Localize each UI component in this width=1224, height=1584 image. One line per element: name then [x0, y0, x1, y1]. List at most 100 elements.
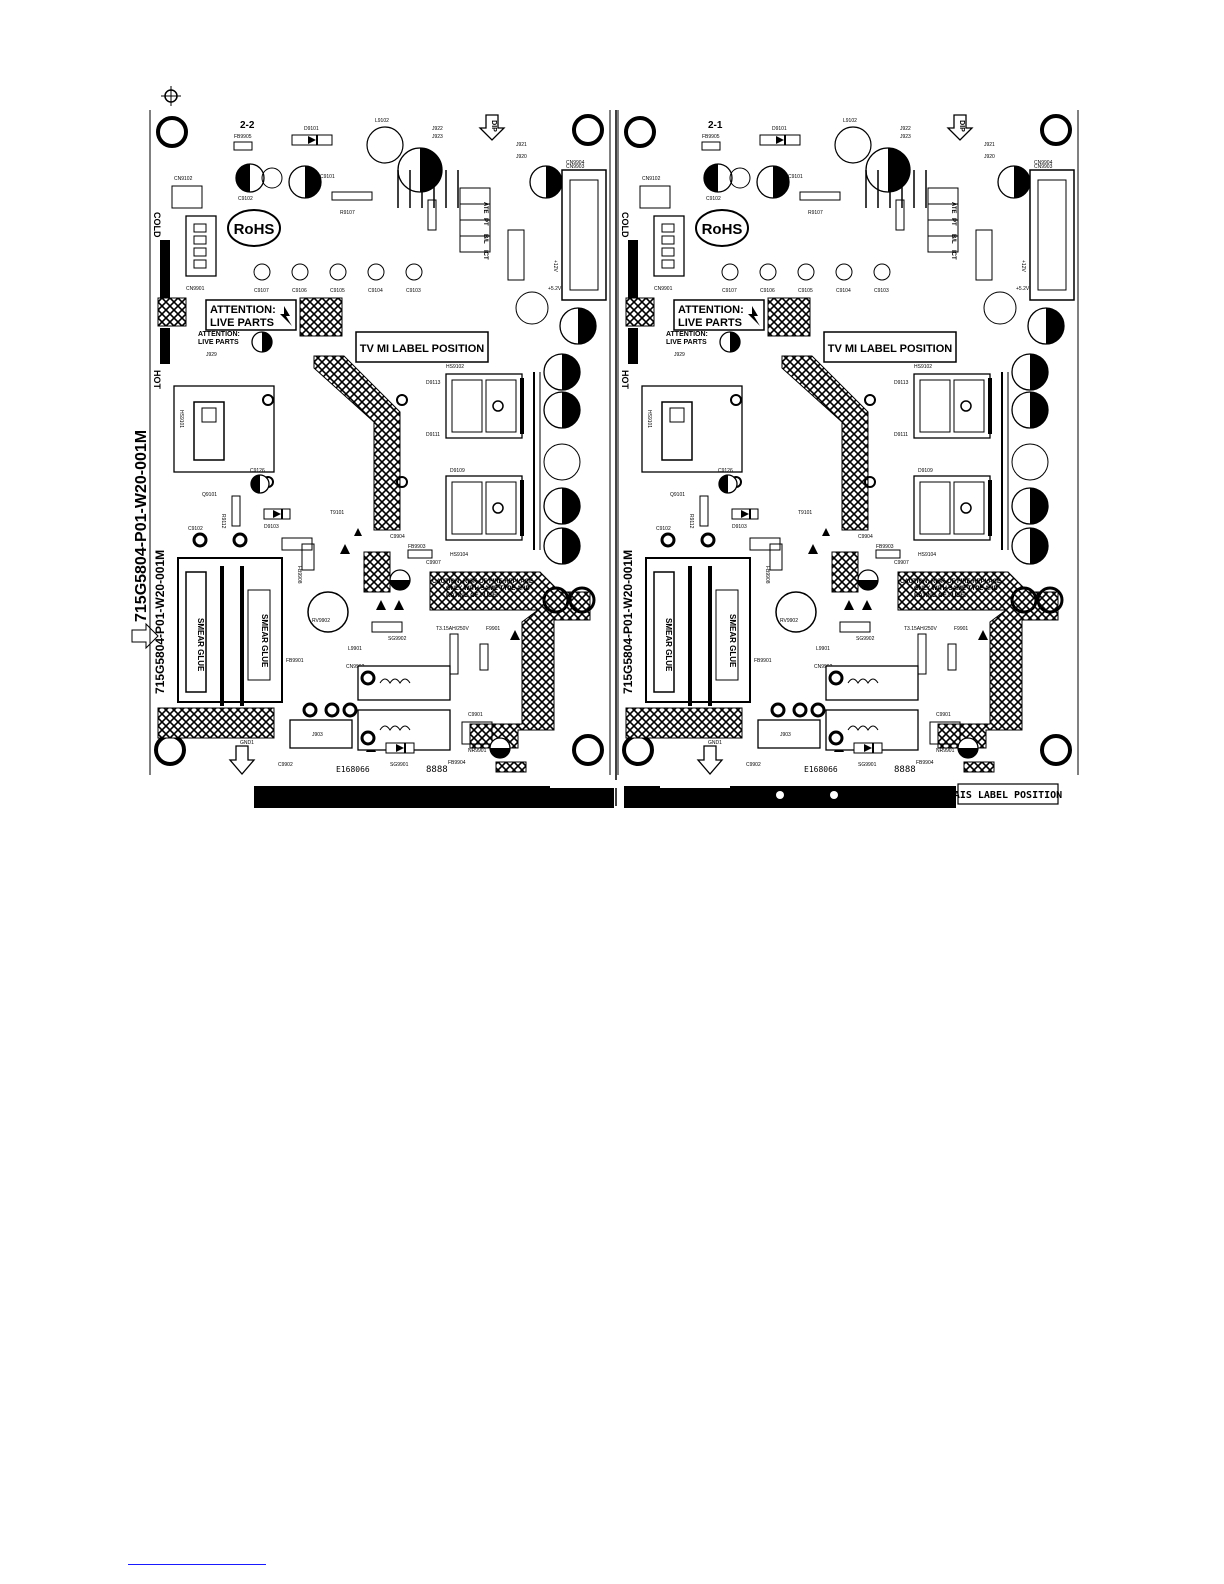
cap-c9111	[1027, 307, 1065, 345]
ref-j921: J921	[516, 142, 527, 148]
volt-52v: +5.2V	[1016, 286, 1030, 292]
ref-c9907: C9907	[894, 560, 909, 566]
part-number-small: 715G5804-P01-W20-001M	[153, 550, 167, 694]
varistor-rv9902	[307, 591, 349, 633]
hatch-bottom-left	[157, 707, 275, 739]
ref-hs9101: HS9101	[178, 410, 184, 428]
cap-c9105-small	[719, 331, 741, 353]
fb9908	[769, 543, 783, 571]
conn-label-ate: ATE	[950, 202, 956, 214]
ref-c9902: C9902	[746, 762, 761, 768]
transformer-smear-glue	[645, 557, 751, 706]
connector-j903	[289, 719, 353, 749]
connector-cn9904	[561, 169, 607, 301]
caution-line-3: RATING OF FUSE.	[446, 593, 498, 599]
resistor-r9112	[231, 495, 241, 527]
ref-hs9102: HS9102	[914, 364, 932, 370]
ref-cn9902: CN9902	[814, 664, 833, 670]
dip-arrow-bottom	[228, 745, 256, 775]
ref-fb9903: FB9903	[408, 544, 426, 550]
ref-fb9901: FB9901	[286, 658, 304, 664]
ref-c9102: C9102	[238, 196, 253, 202]
conn-label-bl: B/L	[482, 234, 488, 244]
ref-q9101: Q9101	[670, 492, 685, 498]
ref-c9901: C9901	[936, 712, 951, 718]
dip-label-top: DIP	[958, 120, 965, 132]
ref-j903: J903	[312, 732, 323, 738]
rohs-label: RoHS	[234, 221, 275, 238]
via-big	[360, 670, 376, 686]
cap-c9906	[929, 721, 961, 745]
via	[864, 476, 876, 488]
ref-sg9902: SG9902	[388, 636, 407, 642]
via-big	[660, 532, 676, 548]
inductor-l9103	[983, 291, 1017, 325]
ref-f9901: F9901	[486, 626, 500, 632]
ref-hs9102: HS9102	[446, 364, 464, 370]
ref-c9902: C9902	[278, 762, 293, 768]
ref-r9112: R9112	[220, 514, 226, 529]
cap-c9105	[729, 167, 751, 189]
fuse-f9901	[917, 633, 927, 675]
ref-rv9902: RV9902	[312, 618, 330, 624]
ref-d9113: D9113	[426, 380, 441, 386]
hatch-top-strip	[299, 297, 343, 337]
inductor-l9102	[366, 126, 404, 164]
warning-triangle-icon	[340, 544, 350, 554]
secondary-label: SECONDARY	[160, 242, 167, 287]
cap-c9109	[543, 487, 581, 525]
cap-output-top	[997, 165, 1031, 199]
cap-c9112	[1011, 391, 1049, 429]
ref-t9101: T9101	[798, 510, 812, 516]
ref-c9101: C9101	[788, 174, 803, 180]
dip-label-top: DIP	[490, 120, 497, 132]
rail-notch	[550, 780, 620, 788]
ais-label: AIS LABEL POSITION	[954, 790, 1062, 801]
ref-d9113: D9113	[894, 380, 909, 386]
caution-line-1: CAUTION: RISK OF FIRE REPLACE	[900, 579, 1001, 585]
ref-d9109: D9109	[918, 468, 933, 474]
tv-label: TV MI LABEL POSITION	[828, 343, 953, 355]
cap-c9123	[543, 527, 581, 565]
cap-c9105	[329, 263, 347, 281]
resistor-vertical	[427, 199, 437, 231]
cap-c9101	[756, 165, 790, 199]
ref-nr9901: NR9901	[936, 748, 955, 754]
hatch-mid	[831, 551, 859, 593]
ref-c9907: C9907	[426, 560, 441, 566]
ref-c9126: C9126	[250, 468, 265, 474]
cap-c9101	[288, 165, 322, 199]
hatch-strip-diagonal	[313, 355, 401, 531]
ref-c9106: C9106	[760, 288, 775, 294]
heatsink-hs9104	[913, 475, 992, 541]
connector-cn9901	[653, 215, 685, 277]
via-big	[342, 702, 358, 718]
via	[730, 394, 742, 406]
cap-c9906-b	[489, 737, 511, 759]
mounting-hole	[1010, 586, 1038, 614]
volt-52v: +5.2V	[548, 286, 562, 292]
header-ict-bl-pt-ate	[927, 187, 959, 253]
via-big	[232, 532, 248, 548]
primary-box	[160, 328, 170, 364]
tv-label-box	[823, 331, 957, 363]
lightning-icon	[280, 306, 292, 326]
inductor-l9101	[543, 443, 581, 481]
ref-sg9901: SG9901	[858, 762, 877, 768]
conn-label-bl: B/L	[950, 234, 956, 244]
resistor-r9107	[331, 191, 373, 201]
ref-cn9902: CN9902	[346, 664, 365, 670]
via	[396, 476, 408, 488]
cap-large-top	[865, 147, 911, 193]
caution-line-1: CAUTION: RISK OF FIRE REPLACE	[432, 579, 533, 585]
secondary-box	[160, 240, 170, 300]
ref-fb9908: FB9908	[296, 566, 302, 584]
ref-c9103: C9103	[406, 288, 421, 294]
ref-d9111: D9111	[426, 432, 440, 438]
primary-label: PRIMARY	[160, 330, 167, 362]
ref-d9101: D9101	[304, 126, 319, 132]
conn-label-pt: PT	[950, 218, 956, 226]
via	[396, 394, 408, 406]
